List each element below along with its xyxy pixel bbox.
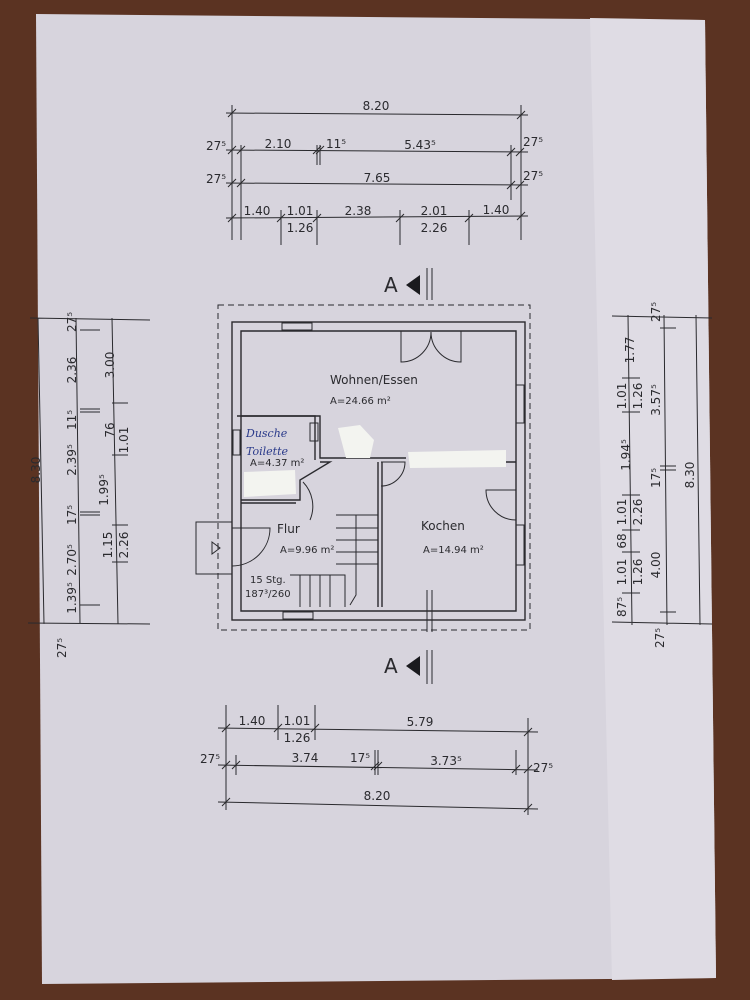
room-labels: Wohnen/Essen A=24.66 m² Dusche Toilette … — [245, 373, 484, 600]
room-area-wohnen: A=24.66 m² — [330, 396, 391, 407]
left-dimensions: 8.30 27⁵ 27⁵ 2.36 11⁵ 2.39⁵ 17⁵ 2.70⁵ 1.… — [27, 312, 151, 658]
dim-label: 68 — [615, 533, 629, 548]
dim-label: 17⁵ — [350, 751, 370, 765]
building-plan — [195, 304, 531, 632]
room-name-flur: Flur — [277, 522, 300, 536]
dim-label: 5.43⁵ — [404, 138, 436, 152]
dim-label: 17⁵ — [649, 468, 663, 488]
dim-label: 2.38 — [345, 204, 372, 218]
paper-fold-shade — [590, 18, 716, 980]
top-dimensions: 8.20 27⁵ 2.10 11⁵ 5.43⁵ 27⁵ 27⁵ 7.65 27⁵… — [206, 99, 543, 245]
dim-label: 27⁵ — [206, 139, 226, 153]
dim-label: 2.39⁵ — [65, 444, 79, 476]
dim-label: 8.30 — [29, 457, 43, 484]
dim-label: 27⁵ — [653, 628, 667, 648]
dim-label: 2.26 — [421, 221, 448, 235]
dim-label: 27⁵ — [200, 752, 220, 766]
dim-label: 27⁵ — [523, 169, 543, 183]
room-area-flur: A=9.96 m² — [280, 545, 334, 556]
dim-label: 1.77 — [623, 337, 637, 364]
room-area-dusche: A=4.37 m² — [250, 458, 304, 469]
dim-label: 1.26 — [631, 383, 645, 410]
section-marker-bottom: A — [384, 650, 433, 684]
handwritten-toilette: Toilette — [246, 445, 288, 458]
dim-label: 1.01 — [284, 714, 311, 728]
dim-label: 1.40 — [244, 204, 271, 218]
dim-label: 27⁵ — [649, 302, 663, 322]
paper-sheet — [36, 14, 716, 984]
stairs-ratio: 187³/260 — [245, 589, 291, 600]
bottom-dimensions: 1.40 1.01 1.26 5.79 27⁵ 3.74 17⁵ 3.73⁵ 2… — [200, 705, 553, 815]
dim-label: 87⁵ — [615, 597, 629, 617]
correction-tape — [408, 450, 506, 468]
dim-label: 1.99⁵ — [97, 474, 111, 506]
dim-label: 2.70⁵ — [65, 544, 79, 576]
dim-label: 27⁵ — [206, 172, 226, 186]
dim-label: 4.00 — [649, 552, 663, 579]
dim-label: 2.10 — [265, 137, 292, 151]
dim-label: 11⁵ — [326, 137, 346, 151]
dim-label: 1.15 — [101, 532, 115, 559]
dim-label: 17⁵ — [65, 505, 79, 525]
dim-label: 27⁵ — [55, 638, 69, 658]
dim-label: 1.01 — [615, 499, 629, 526]
dim-label: 76 — [103, 422, 117, 437]
dim-label: 11⁵ — [65, 410, 79, 430]
correction-tape — [244, 470, 296, 497]
svg-text:A: A — [384, 654, 398, 678]
room-name-kochen: Kochen — [421, 519, 465, 533]
dim-label: 1.01 — [615, 559, 629, 586]
dim-label: 2.26 — [117, 532, 131, 559]
dim-label: 1.40 — [483, 203, 510, 217]
dim-label: 5.79 — [407, 715, 434, 729]
dim-label: 2.26 — [631, 499, 645, 526]
dim-label: 27⁵ — [65, 312, 79, 332]
dim-label: 27⁵ — [533, 761, 553, 775]
dim-label: 2.01 — [421, 204, 448, 218]
dim-bottom-total: 8.20 — [364, 789, 391, 803]
dim-label: 2.36 — [65, 357, 79, 384]
dim-label: 1.39⁵ — [65, 582, 79, 614]
svg-text:A: A — [384, 273, 398, 297]
section-marker-top: A — [384, 268, 433, 300]
dim-label: 8.30 — [683, 462, 697, 489]
dim-label: 27⁵ — [523, 135, 543, 149]
dim-label: 3.73⁵ — [430, 754, 462, 768]
dim-label: 1.01 — [615, 383, 629, 410]
stairs-count: 15 Stg. — [250, 575, 286, 586]
dim-label: 7.65 — [364, 171, 391, 185]
dim-label: 3.74 — [292, 751, 319, 765]
right-dimensions: 1.77 1.01 1.26 1.94⁵ 1.01 2.26 68 1.01 1… — [611, 302, 713, 648]
dim-label: 1.01 — [287, 204, 314, 218]
dim-label: 1.94⁵ — [619, 439, 633, 471]
room-area-kochen: A=14.94 m² — [423, 545, 484, 556]
dim-label: 1.26 — [284, 731, 311, 745]
correction-tape — [338, 425, 374, 458]
dim-top-total: 8.20 — [363, 99, 390, 113]
room-name-wohnen: Wohnen/Essen — [330, 373, 418, 387]
dim-label: 1.01 — [117, 427, 131, 454]
dim-label: 3.57⁵ — [649, 384, 663, 416]
dim-label: 1.26 — [287, 221, 314, 235]
dim-label: 3.00 — [103, 352, 117, 379]
dim-label: 1.26 — [631, 559, 645, 586]
dim-label: 1.40 — [239, 714, 266, 728]
handwritten-dusche: Dusche — [245, 427, 288, 440]
